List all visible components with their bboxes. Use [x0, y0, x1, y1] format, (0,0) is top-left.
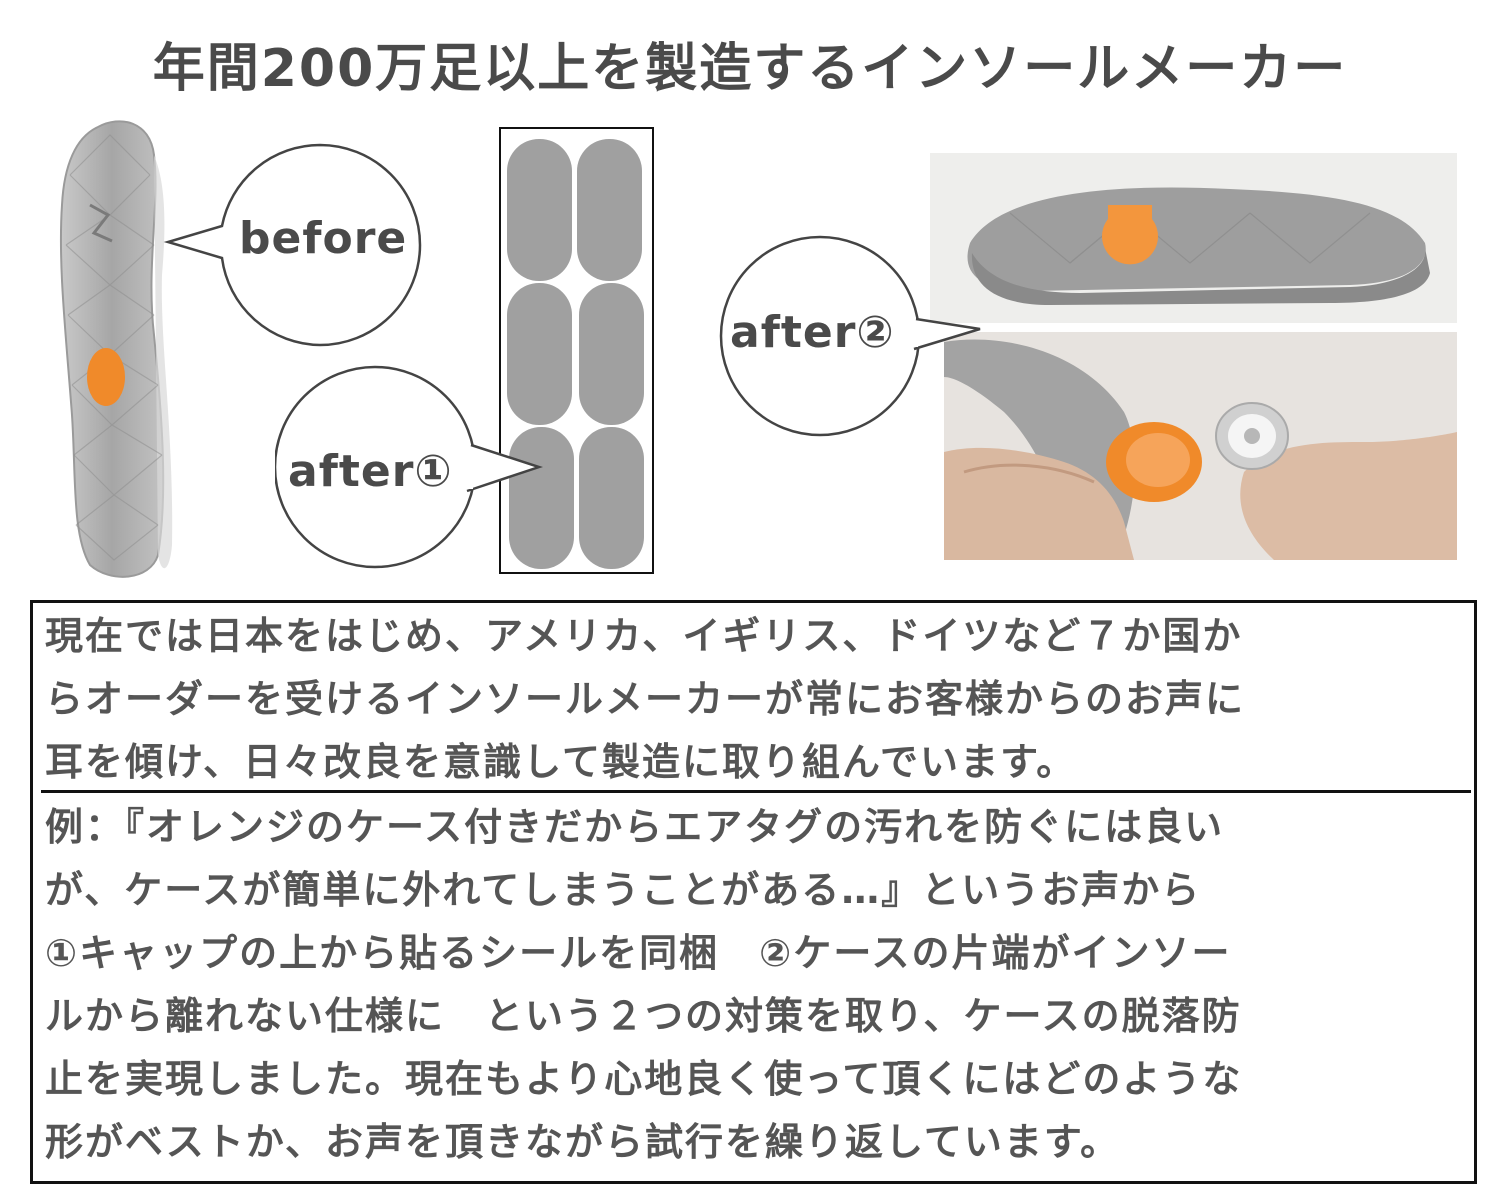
description-line: 耳を傾け、日々改良を意識して製造に取り組んでいます。 [45, 740, 1077, 784]
description-line: 止を実現しました。現在もより心地良く使って頂くにはどのような [45, 1057, 1243, 1101]
sticker-sheet-image [499, 127, 654, 574]
airtag-case-orange [87, 348, 125, 406]
description-line: 形がベストか、お声を頂きながら試行を繰り返しています。 [45, 1120, 1121, 1164]
after2-speech-bubble [719, 235, 981, 437]
description-line: ①キャップの上から貼るシールを同梱 ②ケースの片端がインソー [45, 931, 1232, 975]
after1-label: after① [288, 446, 453, 497]
before-label: before [239, 213, 408, 264]
page-title: 年間200万足以上を製造するインソールメーカー [152, 39, 1348, 99]
description-box: 現在では日本をはじめ、アメリカ、イギリス、ドイツなど７か国か らオーダーを受ける… [30, 600, 1477, 1184]
description-line: 例：『オレンジのケース付きだからエアタグの汚れを防ぐには良い [45, 805, 1225, 849]
insole-side-photo [930, 153, 1457, 323]
description-paragraph-example: 例：『オレンジのケース付きだからエアタグの汚れを防ぐには良い が、ケースが簡単に… [45, 796, 1465, 1174]
description-line: が、ケースが簡単に外れてしまうことがある…』というお声から [45, 868, 1202, 912]
description-line: ルから離れない仕様に という２つの対策を取り、ケースの脱落防 [45, 994, 1242, 1038]
hands-airtag-photo [944, 332, 1457, 560]
divider [41, 790, 1471, 793]
description-line: 現在では日本をはじめ、アメリカ、イギリス、ドイツなど７か国か [45, 614, 1243, 658]
after2-label: after② [730, 307, 895, 358]
description-line: らオーダーを受けるインソールメーカーが常にお客様からのお声に [45, 677, 1246, 721]
insole-top-view-image [59, 120, 173, 578]
before-speech-bubble [163, 143, 422, 347]
description-paragraph-intro: 現在では日本をはじめ、アメリカ、イギリス、ドイツなど７か国か らオーダーを受ける… [45, 605, 1465, 794]
after1-speech-bubble [275, 365, 544, 569]
